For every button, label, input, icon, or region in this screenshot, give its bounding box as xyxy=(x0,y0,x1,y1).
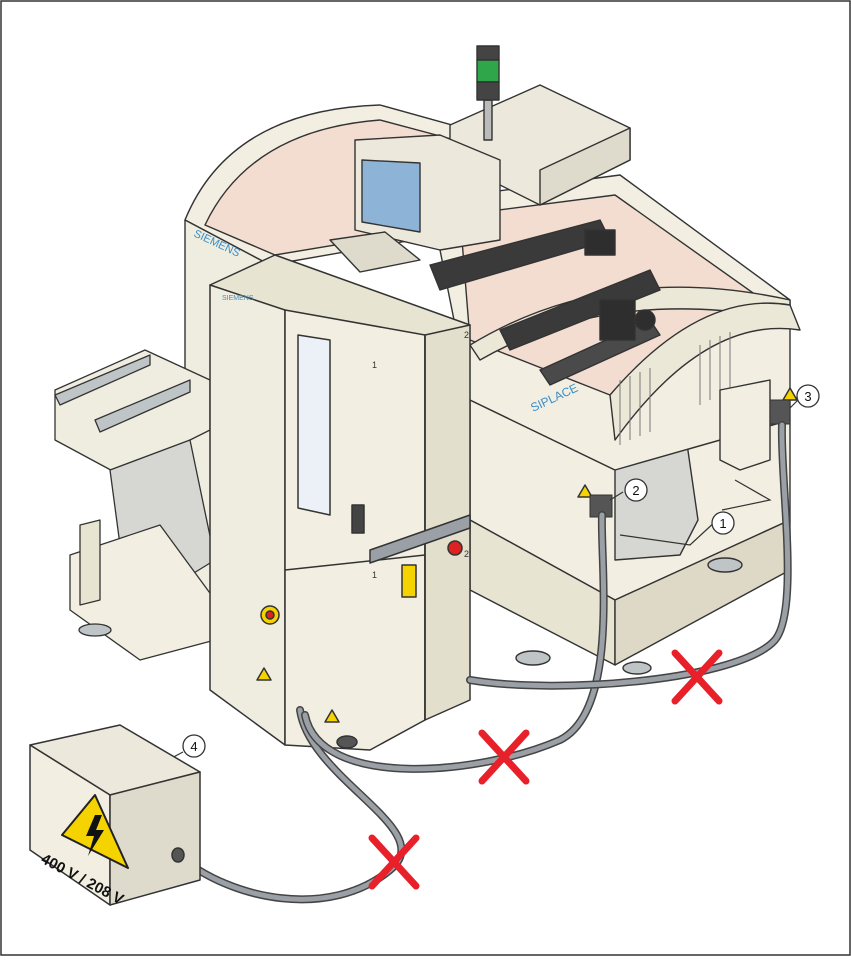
cabinet-caster xyxy=(337,736,357,748)
placement-head-2 xyxy=(600,300,635,340)
door-number-2b: 2 xyxy=(464,549,469,559)
callout-4-number: 4 xyxy=(190,739,197,754)
connector-socket-3 xyxy=(770,400,790,424)
foot-right-1 xyxy=(708,558,742,572)
signal-tower-pole xyxy=(484,100,492,140)
foot-right-2 xyxy=(516,651,550,665)
callout-3-number: 3 xyxy=(804,389,811,404)
callout-2: 2 xyxy=(625,479,647,501)
main-switch-knob xyxy=(266,611,274,619)
door-number-2: 2 xyxy=(464,330,469,340)
cabinet-handle xyxy=(352,505,364,533)
head-pulley xyxy=(635,310,655,330)
supply-cable-gland xyxy=(172,848,184,862)
monitor-screen xyxy=(362,160,420,232)
callout-3: 3 xyxy=(797,385,819,407)
callout-4: 4 xyxy=(183,735,205,757)
feeder-stand xyxy=(80,520,100,605)
door-number-1b: 1 xyxy=(372,570,377,580)
cabinet-left-face xyxy=(210,285,285,745)
signal-tower-light-green xyxy=(477,60,499,82)
foot-left-1 xyxy=(79,624,111,636)
signal-tower-light-bottom xyxy=(477,82,499,100)
placement-head xyxy=(585,230,615,255)
callout-2-number: 2 xyxy=(632,483,639,498)
siemens-logo-cabinet: SIEMENS xyxy=(222,295,254,302)
warning-label-cabinet xyxy=(402,565,416,597)
callout-1: 1 xyxy=(712,512,734,534)
door-number-1: 1 xyxy=(372,360,377,370)
emergency-stop-button xyxy=(448,541,462,555)
signal-tower-light-top xyxy=(477,46,499,60)
foot-right-3 xyxy=(623,662,651,674)
callout-1-number: 1 xyxy=(719,516,726,531)
right-side-panel xyxy=(720,380,770,470)
cabinet-window xyxy=(298,335,330,515)
